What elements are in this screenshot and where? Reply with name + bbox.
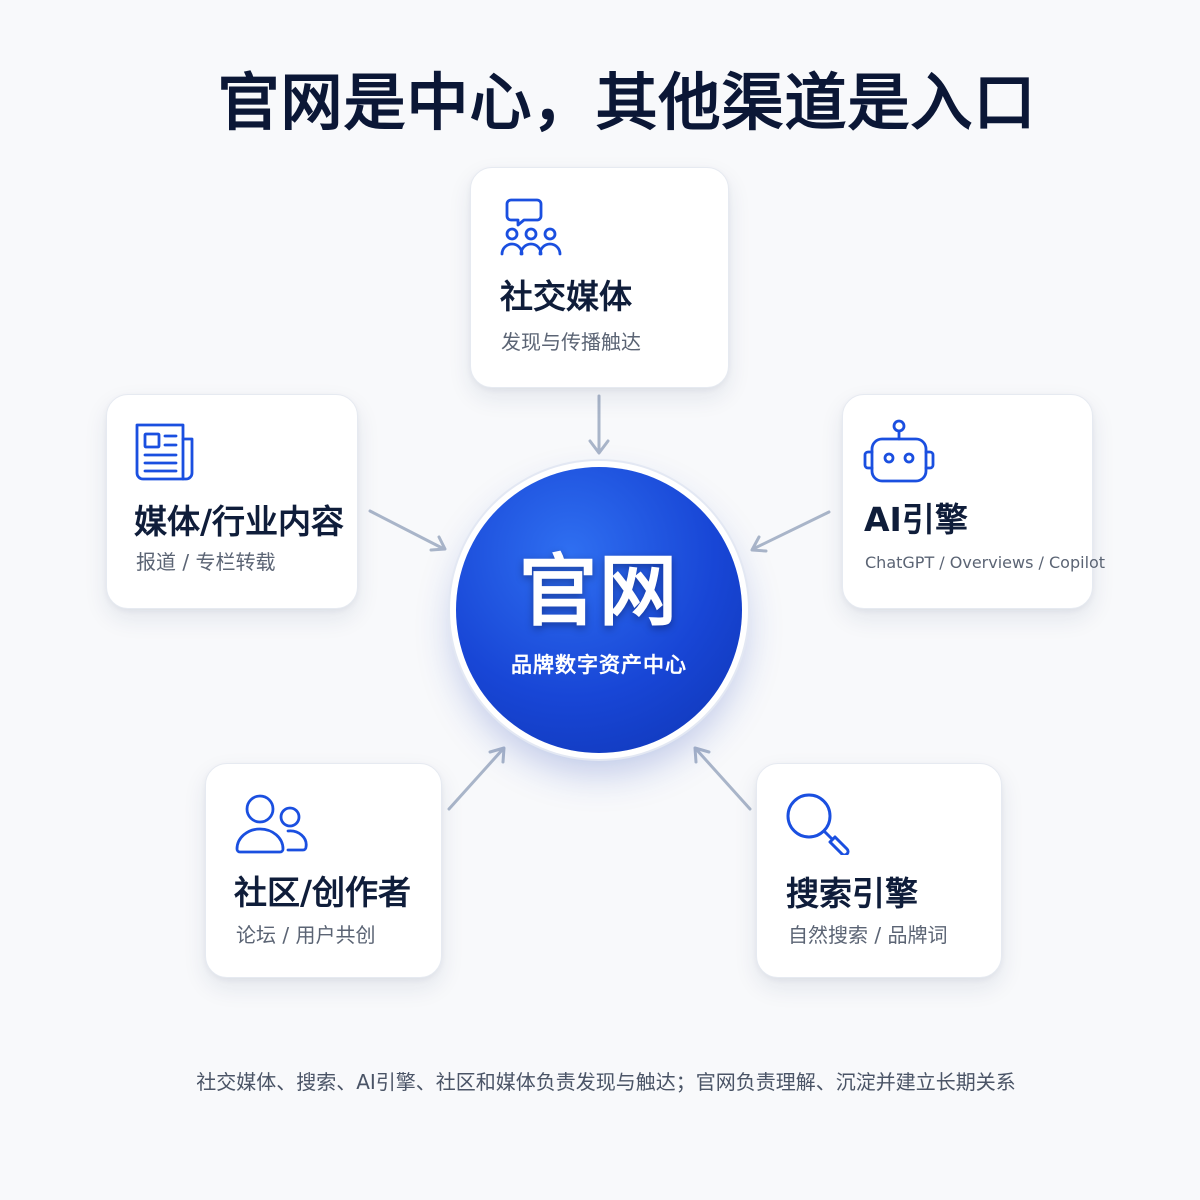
channel-card-search: 搜索引擎 自然搜索 / 品牌词 bbox=[756, 763, 1002, 978]
chat-group-icon bbox=[500, 198, 562, 256]
channel-subtitle: 自然搜索 / 品牌词 bbox=[788, 923, 948, 947]
connector-arrow-media bbox=[368, 509, 447, 552]
users-icon bbox=[235, 794, 308, 854]
channel-subtitle: 论坛 / 用户共创 bbox=[236, 923, 376, 947]
channel-title: 社区/创作者 bbox=[234, 873, 412, 912]
channel-card-ai: AI引擎 ChatGPT / Overviews / Copilot bbox=[842, 394, 1105, 609]
connector-arrow-community bbox=[447, 746, 506, 811]
channel-subtitle: 发现与传播触达 bbox=[501, 330, 641, 354]
channel-title: 搜索引擎 bbox=[786, 874, 918, 913]
robot-icon bbox=[863, 419, 935, 483]
newspaper-icon bbox=[135, 423, 194, 481]
connector-arrow-search bbox=[693, 746, 752, 811]
channel-card-media: 媒体/行业内容 报道 / 专栏转载 bbox=[106, 394, 358, 609]
footer-note: 社交媒体、搜索、AI引擎、社区和媒体负责发现与触达；官网负责理解、沉淀并建立长期… bbox=[196, 1070, 1016, 1094]
search-icon bbox=[786, 793, 850, 855]
channel-subtitle: 报道 / 专栏转载 bbox=[136, 550, 276, 574]
page-title: 官网是中心，其他渠道是入口 bbox=[217, 66, 1037, 139]
channel-title: 媒体/行业内容 bbox=[134, 502, 345, 541]
channel-title: AI引擎 bbox=[864, 500, 968, 539]
connector-arrow-social bbox=[588, 394, 610, 455]
channel-card-community: 社区/创作者 论坛 / 用户共创 bbox=[205, 763, 442, 978]
hub-circle: 官网 品牌数字资产中心 bbox=[456, 467, 742, 753]
hub-title: 官网 bbox=[518, 547, 679, 637]
connector-arrow-ai bbox=[750, 510, 831, 553]
channel-card-social: 社交媒体 发现与传播触达 bbox=[470, 167, 729, 388]
channel-subtitle: ChatGPT / Overviews / Copilot bbox=[865, 553, 1106, 572]
channel-title: 社交媒体 bbox=[500, 277, 632, 316]
hub-subtitle: 品牌数字资产中心 bbox=[511, 653, 687, 677]
